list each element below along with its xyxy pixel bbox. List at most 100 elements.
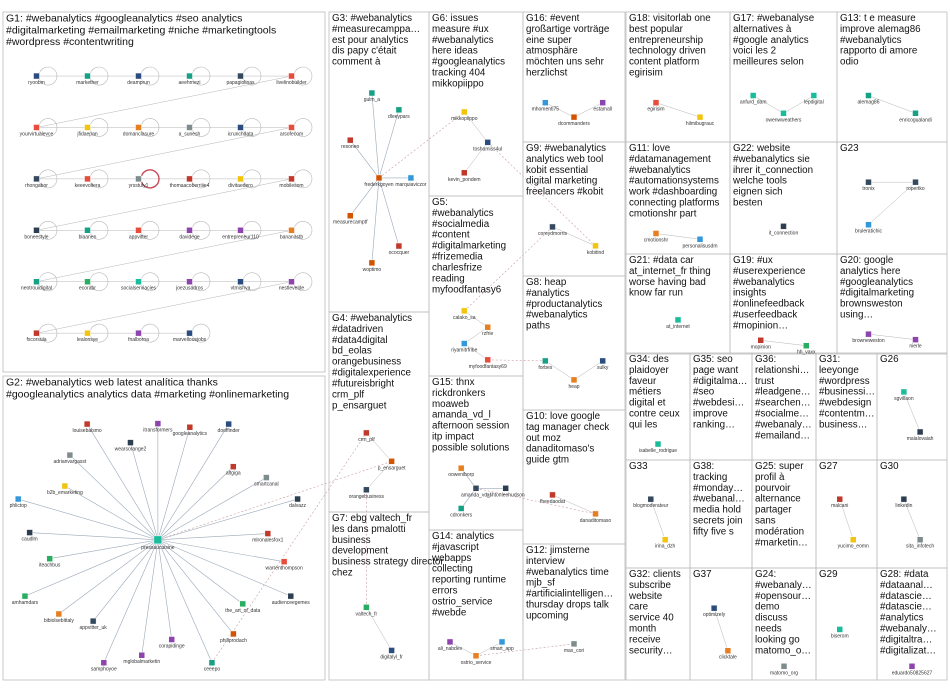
g2-node[interactable]: mglobalmarketin [123, 651, 160, 665]
g2-node[interactable]: warrenthompson [265, 558, 303, 572]
g2-node[interactable]: altgiga [226, 463, 241, 477]
g2-node[interactable]: adrianvargasst [54, 451, 87, 465]
g1-node[interactable]: joezusadros [175, 278, 203, 292]
g5-node[interactable]: myfoodfantasy69 [469, 356, 507, 370]
g6-node[interactable]: kevin_pondem [448, 169, 481, 183]
g2-node[interactable]: b2b_emarketing [47, 482, 83, 496]
g1-node[interactable]: boneestyle [24, 227, 49, 240]
g1-node[interactable]: yourvirtualevce [20, 124, 54, 137]
g1-node[interactable]: vtmishva [231, 278, 251, 292]
g1-node[interactable]: marvellousjobs [173, 329, 207, 343]
g27-node[interactable]: yucimo_eomn [838, 536, 869, 550]
g10-node[interactable]: danaditomaso [580, 510, 612, 524]
g8-node[interactable]: sulky [597, 357, 609, 371]
g1-node[interactable]: papagiolinas [226, 72, 255, 86]
g3-node[interactable]: gulm_a [364, 89, 381, 103]
g1-node[interactable]: socialserviacies [121, 278, 157, 292]
g5-node[interactable]: calako_sa [453, 307, 476, 321]
g19-node[interactable]: hh_vaxx [797, 342, 816, 356]
g1-node[interactable]: blaanen [79, 227, 97, 240]
g23-node[interactable]: tronix [862, 178, 875, 192]
g1-node[interactable]: ryoobm [28, 72, 45, 86]
g16-node[interactable]: dcommanders [558, 113, 590, 127]
g1-node[interactable]: icrunchdata [228, 124, 254, 137]
g3-node[interactable]: dleeypars [388, 106, 410, 120]
g18-node[interactable]: egirisim [647, 99, 665, 113]
g14-node[interactable]: smart_app [490, 638, 514, 652]
g1-node[interactable]: deamprun [127, 72, 150, 86]
g2-node[interactable]: iteachbus [39, 555, 61, 569]
g33-node[interactable]: irina_dzh [655, 536, 676, 550]
g23-node[interactable]: ropertko [906, 178, 925, 192]
g2-node[interactable]: wearsorange2 [115, 439, 147, 453]
g2-node[interactable]: audienceegemes [272, 592, 311, 606]
g1-node[interactable]: davidege [179, 227, 200, 240]
g2-node[interactable]: googleanalytics [173, 423, 208, 437]
g1-node[interactable]: neotrouidigital [21, 278, 52, 292]
g37-node[interactable]: clicktale [719, 647, 737, 661]
g27-node[interactable]: malcani [831, 495, 848, 509]
g1-node[interactable]: entrepreneur110 [222, 227, 259, 240]
g30-node[interactable]: linkedin [895, 495, 913, 509]
g15-node[interactable]: ooweniborp [448, 464, 474, 478]
g24-node[interactable]: matomo_org [770, 663, 798, 676]
g20-node[interactable]: browneweston [852, 330, 885, 344]
g1-node[interactable]: arsofecom [280, 124, 303, 137]
g2-node[interactable]: phlictop [10, 495, 27, 509]
g22-node[interactable]: it_connection [769, 223, 799, 236]
g12-node[interactable]: max_cori [564, 640, 584, 654]
g13-node[interactable]: alemag86 [858, 92, 880, 106]
g1-node[interactable]: appvitter [129, 227, 149, 240]
g19-node[interactable]: mopinion [751, 337, 772, 350]
g2-node[interactable]: bibiolsebittaly [44, 610, 75, 624]
g1-node[interactable]: aeehrnezi [179, 72, 201, 86]
g1-node[interactable]: mobilesom [279, 175, 304, 189]
g3-node[interactable]: measurecamptf [333, 212, 368, 226]
g2-node[interactable]: philiprodach [220, 630, 247, 644]
g1-node[interactable]: livelinobuilder [276, 72, 307, 86]
g5-node[interactable]: rzfrie [482, 323, 493, 337]
g1-node[interactable]: divitaedero [228, 175, 253, 189]
g21-node[interactable]: at_internet [666, 316, 690, 330]
g37-node[interactable]: optimizely [703, 604, 726, 618]
g1-node[interactable]: rhongabor [25, 175, 48, 189]
g2-node[interactable]: smartcanal [254, 474, 279, 488]
g1-node[interactable]: lealonsye [77, 329, 98, 343]
g4-node[interactable]: p_ensarguet [378, 458, 406, 471]
g3-node[interactable]: frederkgoyen [364, 174, 394, 188]
g14-node[interactable]: ostrio_service [461, 652, 492, 666]
g2-node[interactable]: appvitter_uk [80, 617, 108, 631]
g13-node[interactable]: enricogualandi [899, 110, 932, 123]
g17-node[interactable]: lepdigital [804, 92, 824, 106]
g1-node[interactable]: yrsstuly1 [129, 175, 149, 189]
g1-node[interactable]: markether [76, 72, 99, 86]
g1-node[interactable]: ecorabr [79, 278, 96, 292]
g33-node[interactable]: blogmoderateur [633, 495, 669, 509]
g1-node[interactable]: thomaacoberriiie4 [170, 175, 210, 189]
g2-node[interactable]: itransformers [143, 420, 173, 434]
g3-node[interactable]: resoneo [341, 136, 359, 150]
g2-node[interactable]: ceeepo [204, 659, 221, 673]
g16-node[interactable]: mhomenti75 [532, 99, 560, 113]
g2-node[interactable]: corapidinge [159, 636, 185, 649]
g1-node[interactable]: domanclasure [123, 124, 155, 137]
g18-node[interactable]: hilmibugrauc [686, 113, 715, 127]
g20-node[interactable]: nierle [909, 336, 922, 350]
g26-node[interactable]: maialovaiah [907, 428, 934, 442]
g2-node[interactable]: mlronalesfox1 [252, 530, 284, 544]
g8-node[interactable]: forbes [538, 357, 553, 371]
g1-node[interactable]: fxcorsula [26, 329, 47, 343]
g11-node[interactable]: personalisusdm [682, 236, 718, 249]
g15-node[interactable]: cdronkers [450, 505, 473, 518]
g15-node[interactable]: ashtonleehudson [487, 485, 525, 498]
g23-node[interactable]: bruleratichic [855, 221, 882, 235]
g1-node[interactable]: nestlevelde [279, 278, 305, 292]
g2-node[interactable]: pressaucuisine [141, 535, 175, 551]
g28-node[interactable]: eduardo50825627 [892, 663, 933, 676]
g1-node[interactable]: a_sunesh [179, 124, 201, 137]
g2-node[interactable]: dooffinder [218, 420, 240, 434]
g2-node[interactable]: caudlm [22, 529, 38, 543]
g26-node[interactable]: sgvillaon [894, 388, 914, 402]
g2-node[interactable]: dalvazz [289, 495, 307, 509]
g14-node[interactable]: ali_nabdev [438, 638, 463, 652]
